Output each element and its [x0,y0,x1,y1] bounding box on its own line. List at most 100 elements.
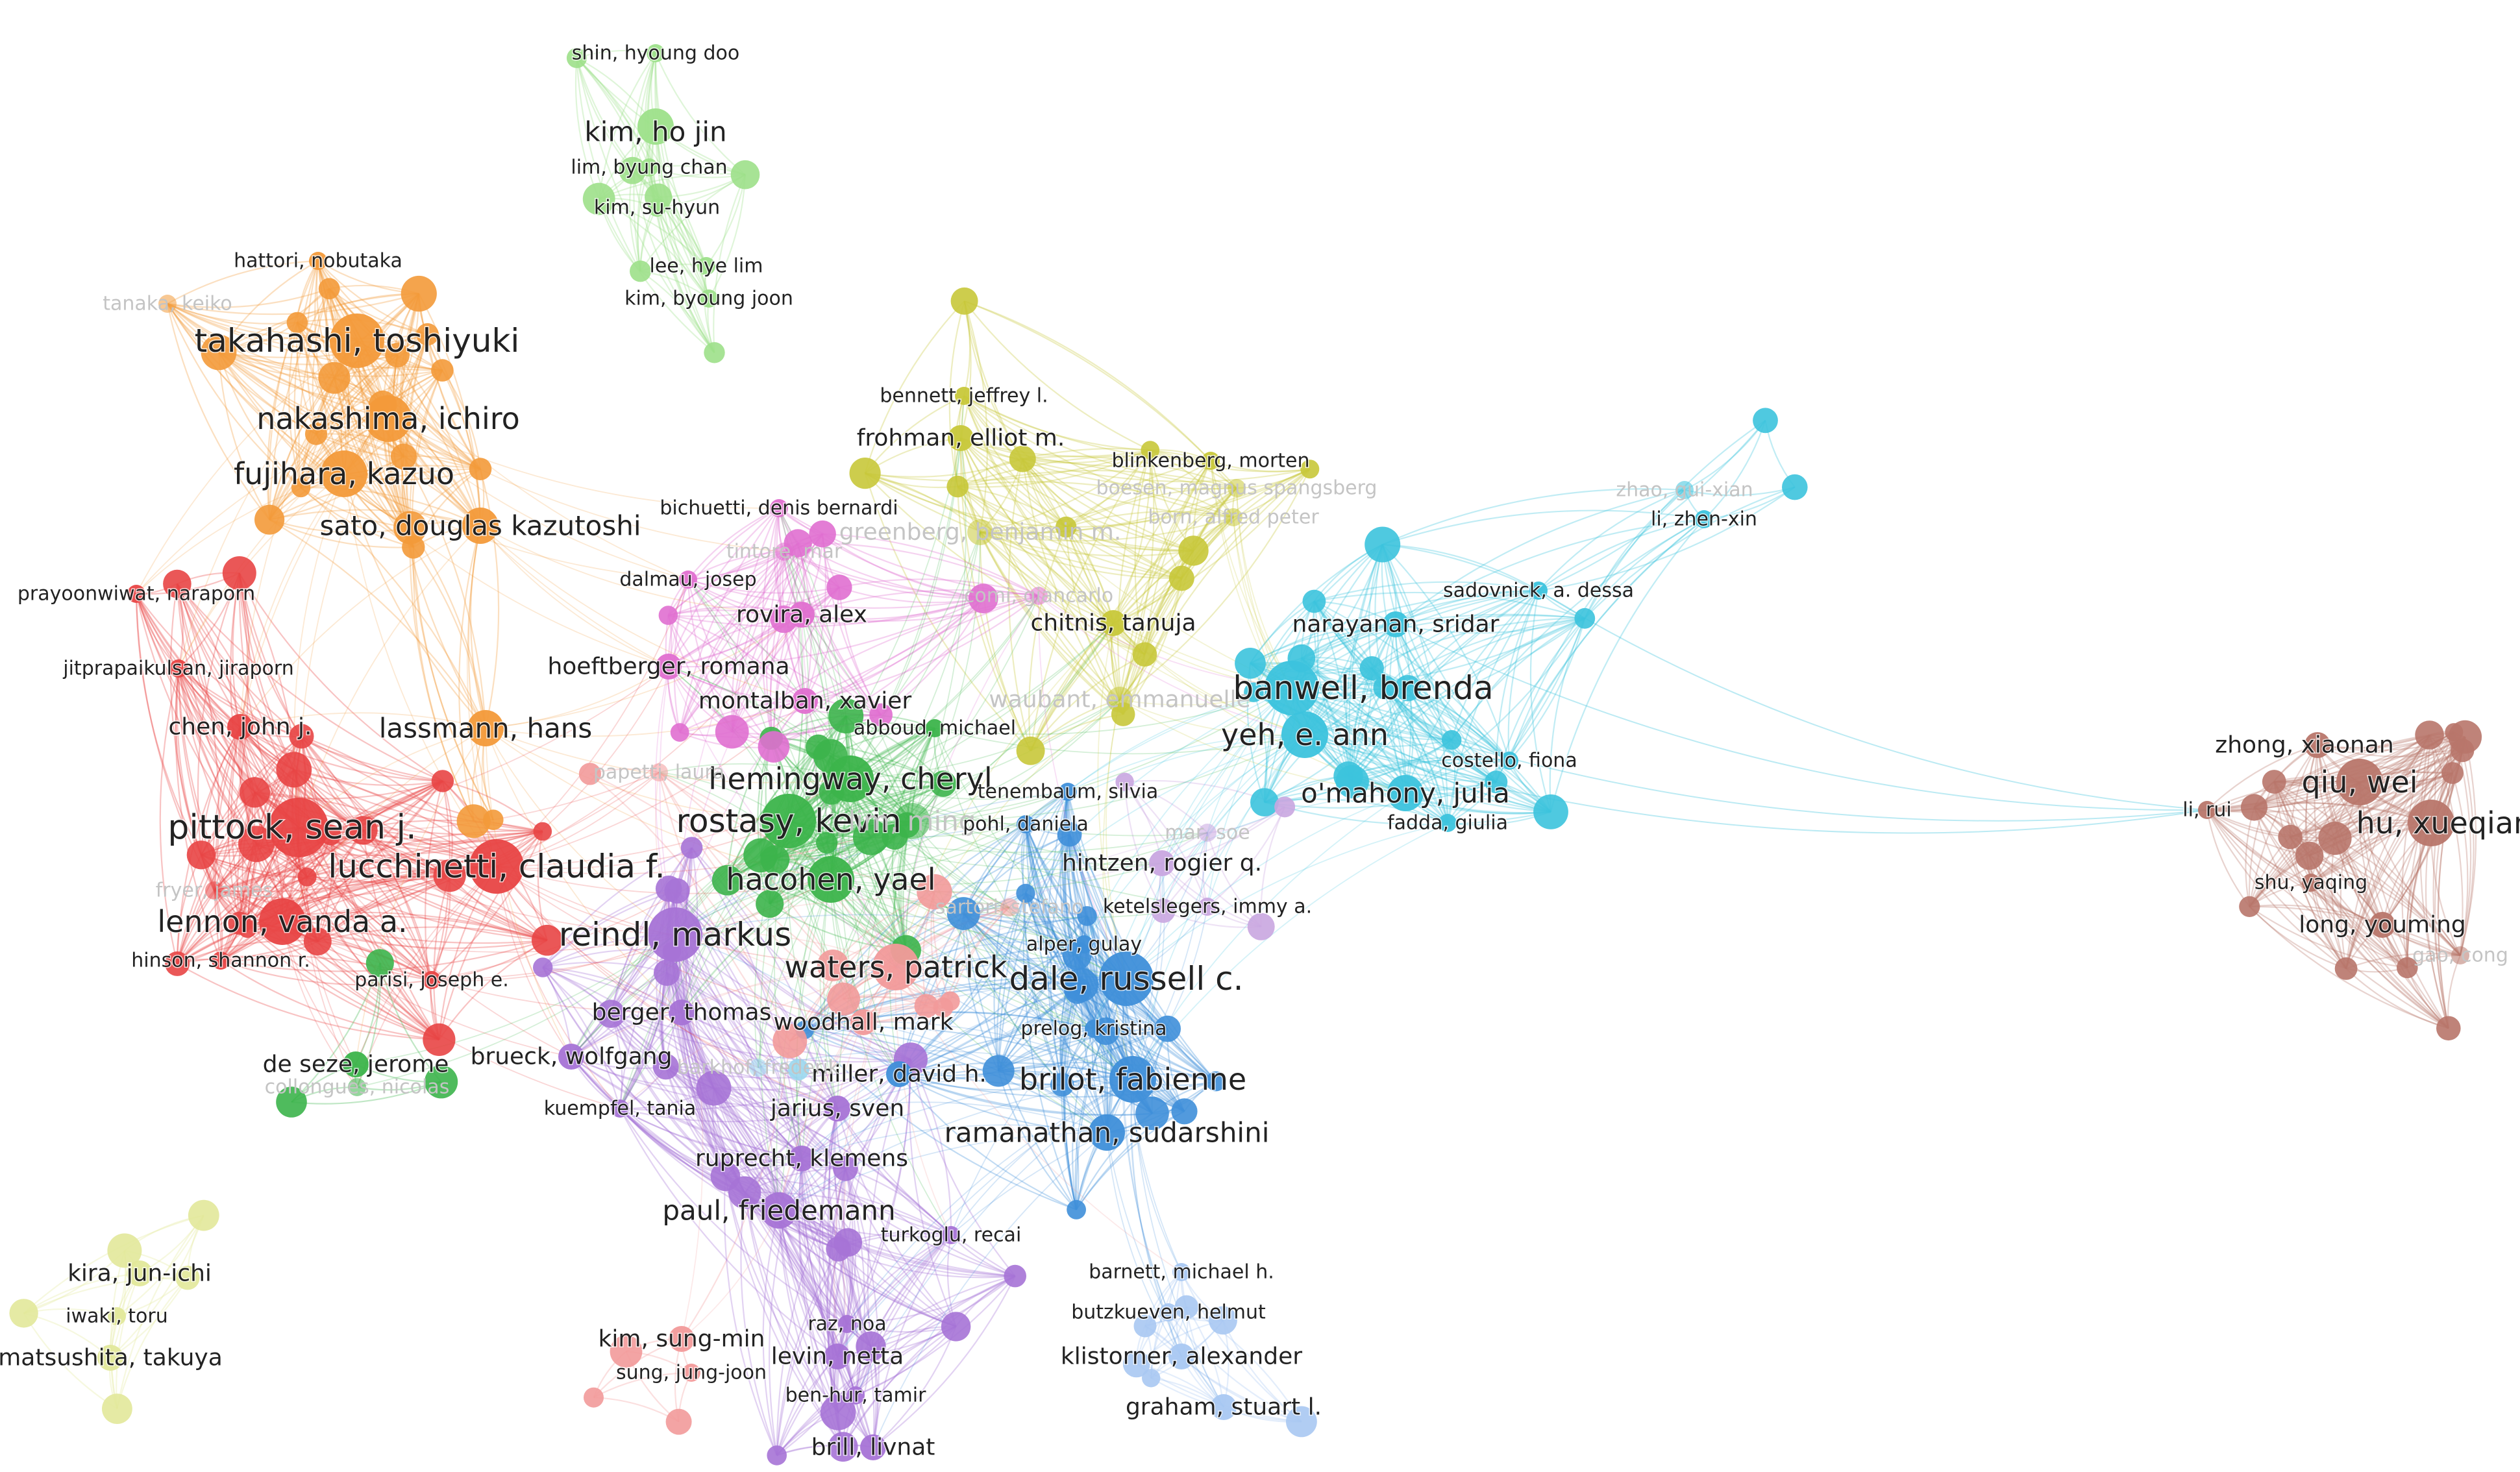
network-node-hintzen[interactable] [1149,850,1175,876]
network-node-bichuetti[interactable] [770,499,788,517]
network-node-zhao[interactable] [1675,481,1694,499]
network-node-bennett[interactable] [955,387,973,405]
network-node-boesen[interactable] [1228,479,1246,497]
network-node-prayoonwiwat[interactable] [127,585,145,603]
network-node-lee-hl[interactable] [697,257,715,275]
network-node-costello[interactable] [1500,752,1518,770]
network-node-matsushita[interactable] [97,1345,123,1371]
network-node-comi[interactable] [1030,587,1048,605]
network-node-miller[interactable] [886,1061,912,1087]
network-link [2249,905,2461,956]
network-node-raz[interactable] [838,1315,856,1333]
network-node-kim-sm[interactable] [669,1326,695,1352]
network-node-woodhall[interactable] [850,1009,876,1035]
network-node-shu[interactable] [2302,874,2320,892]
network-node-lim-bc[interactable] [640,158,658,177]
network-node-blinkenberg[interactable] [1202,452,1220,470]
network-node-abboud[interactable] [926,719,944,737]
network-node-fryer[interactable] [205,881,223,900]
network-node-pittock[interactable] [269,798,328,857]
network-node-tintore[interactable] [775,543,793,561]
network-node-mar-soe[interactable] [1198,824,1217,842]
network-node-long[interactable] [2369,912,2395,938]
network-node-lucchinetti[interactable] [469,839,524,894]
network-node-kuempfel[interactable] [611,1099,629,1118]
network-node-chitnis[interactable] [1100,610,1126,636]
network-node-kim-bj[interactable] [700,289,718,308]
network-node-banwell[interactable] [1265,661,1319,715]
network-node-greenberg[interactable] [967,519,993,545]
network-node-brueck[interactable] [558,1044,584,1070]
network-node-parisi[interactable] [423,971,441,989]
network-node-butzkueven[interactable] [1159,1303,1178,1321]
network-node-alper[interactable] [1075,935,1093,953]
network-node-lassmann[interactable] [467,710,504,746]
network-node-dale[interactable] [1099,951,1154,1006]
network-node-frohman[interactable] [948,425,974,451]
network-node-hu[interactable] [2408,800,2454,846]
network-node-lim-ming[interactable] [894,803,930,839]
network-node-hemingway[interactable] [827,755,874,802]
network-node-nakashima[interactable] [365,395,412,442]
network-node-reindl[interactable] [648,907,702,962]
network-node-minor [1016,883,1035,903]
network-node-brilot[interactable] [1109,1056,1156,1103]
network-node-paul[interactable] [761,1192,797,1229]
network-node-hacohen[interactable] [808,856,854,903]
network-node-rovira[interactable] [789,602,815,628]
network-node-turkoglu[interactable] [942,1226,960,1244]
network-node-yeh[interactable] [1281,711,1328,758]
network-node-hattori[interactable] [309,252,327,270]
network-node-graham[interactable] [1211,1394,1237,1420]
network-node-dalmau[interactable] [679,570,697,589]
network-node-li-rui[interactable] [2198,801,2216,819]
network-node-gao[interactable] [2451,946,2469,964]
network-node-ruprecht[interactable] [789,1146,815,1171]
network-node-prelog[interactable] [1085,1020,1103,1038]
network-node-jarius[interactable] [824,1096,850,1122]
network-node-takahashi[interactable] [330,313,384,368]
network-node-iwaki[interactable] [108,1307,126,1325]
network-node-sato[interactable] [462,508,499,544]
network-node-kim-sh[interactable] [648,199,666,217]
network-node-fujihara[interactable] [321,450,367,497]
network-node-shin-hd[interactable] [647,44,665,62]
network-node-waubant[interactable] [1107,687,1133,713]
network-node-rostasy[interactable] [761,794,816,848]
network-node-de-seze[interactable] [343,1051,369,1077]
network-node-hinson[interactable] [212,951,230,970]
network-node-kira[interactable] [127,1260,153,1286]
network-node-barkhof[interactable] [749,1059,767,1077]
network-node-qiu[interactable] [2336,759,2383,805]
network-node-collongues[interactable] [348,1078,366,1096]
network-node-ramanathan[interactable] [1089,1114,1125,1151]
network-node-jitprapaikulsan[interactable] [169,659,188,678]
network-node-tanaka[interactable] [158,295,177,313]
network-node-barnett[interactable] [1172,1263,1191,1281]
network-node-pohl[interactable] [1017,815,1035,833]
network-node-levin[interactable] [824,1343,850,1369]
network-node-ben-hur[interactable] [846,1386,865,1405]
network-node-li-zx[interactable] [1695,510,1713,528]
network-node-brill[interactable] [860,1434,886,1460]
network-node-sartori[interactable] [1000,898,1019,916]
network-node-hoeftberger[interactable] [656,654,682,680]
network-node-narayanan[interactable] [1383,611,1409,637]
network-node-klistorner[interactable] [1168,1343,1194,1369]
network-node-tenembaum[interactable] [1059,783,1077,801]
network-node-omahony[interactable] [1387,775,1424,811]
network-node-papetti[interactable] [650,763,668,781]
network-node-fadda[interactable] [1439,814,1457,832]
network-node-berger[interactable] [669,1000,695,1025]
network-node-zhong[interactable] [2304,732,2330,758]
network-link [687,579,774,748]
network-node-ketelslegers[interactable] [1198,898,1217,916]
network-node-chen-jj[interactable] [227,714,253,740]
network-node-montalban[interactable] [792,688,818,714]
network-node-kim-hj[interactable] [637,108,674,145]
network-node-waters[interactable] [872,944,919,990]
network-node-sadovnick[interactable] [1529,582,1548,600]
network-node-sung-jj[interactable] [682,1364,700,1382]
network-node-lennon[interactable] [259,898,306,945]
network-node-born[interactable] [1224,508,1242,526]
